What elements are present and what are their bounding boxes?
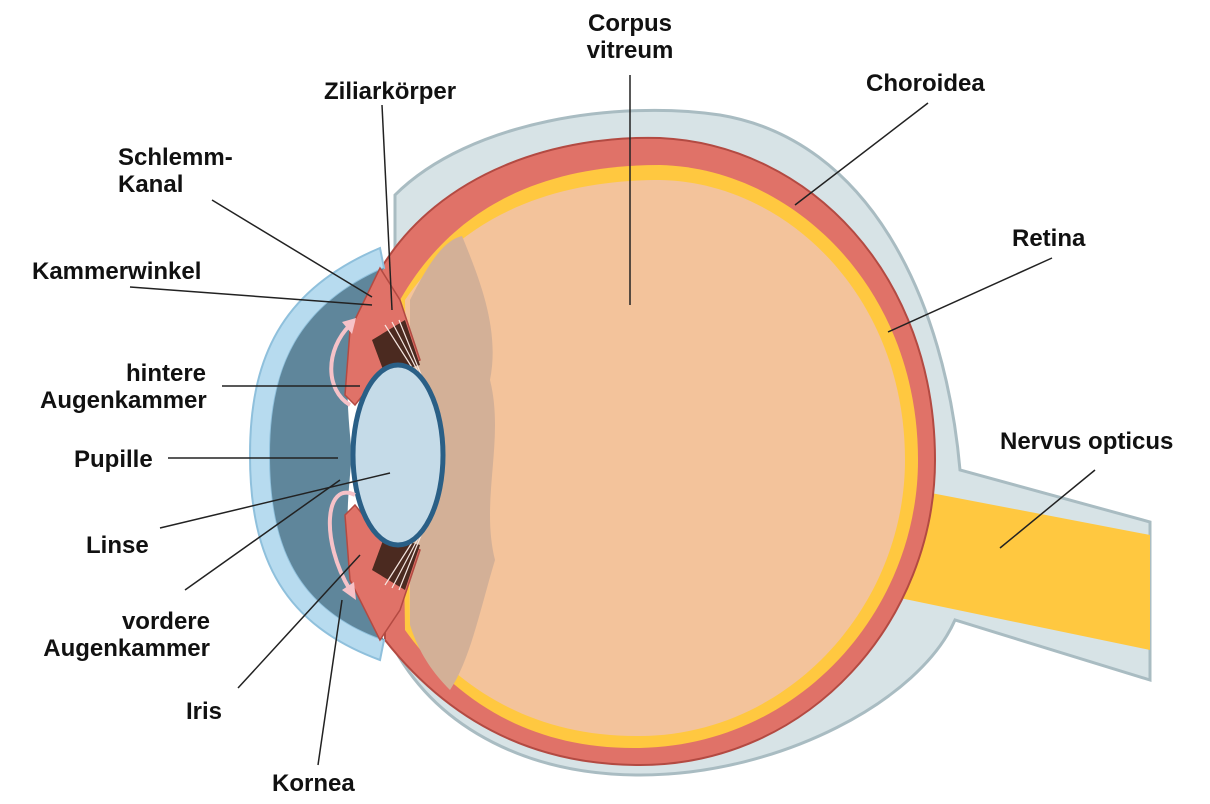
label-kornea: Kornea — [272, 770, 355, 797]
label-pupille: Pupille — [74, 446, 153, 473]
label-ziliarkoerper: Ziliarkörper — [324, 78, 456, 105]
leader-schlemm-kanal — [212, 200, 372, 297]
label-retina: Retina — [1012, 225, 1085, 252]
label-hintere-augenkammer: hintere Augenkammer — [40, 360, 206, 414]
label-corpus-vitreum: Corpus vitreum — [560, 10, 700, 64]
label-choroidea: Choroidea — [866, 70, 985, 97]
label-iris: Iris — [186, 698, 222, 725]
lens — [353, 365, 443, 545]
label-schlemm-kanal: Schlemm- Kanal — [118, 144, 233, 198]
label-vordere-augenkammer: vordere Augenkammer — [40, 608, 210, 662]
label-linse: Linse — [86, 532, 149, 559]
label-kammerwinkel: Kammerwinkel — [32, 258, 201, 285]
label-nervus-opticus: Nervus opticus — [1000, 428, 1173, 455]
